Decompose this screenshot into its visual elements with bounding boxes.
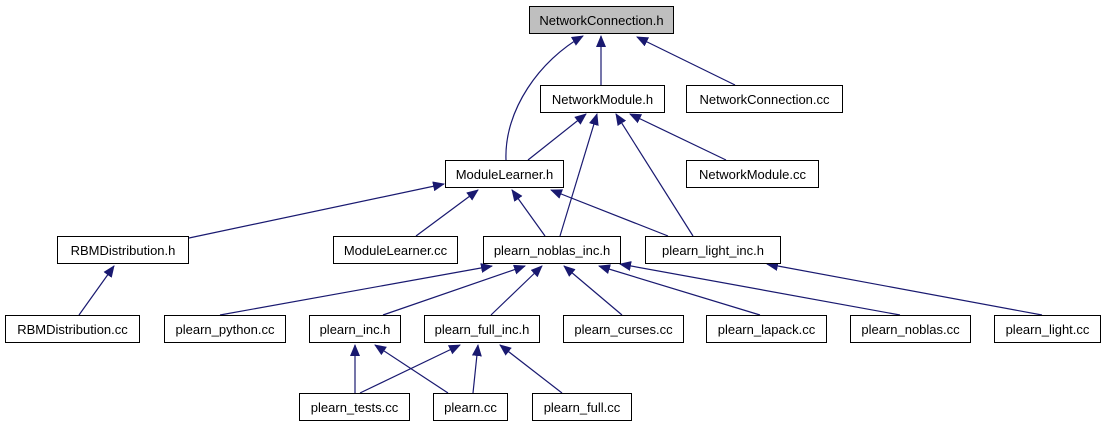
edge-modulelearner-cc-to-modulelearner xyxy=(415,189,479,237)
edge-rbmdistribution-to-modulelearner xyxy=(188,181,445,239)
node-rbm-distribution-cc[interactable]: RBMDistribution.cc xyxy=(5,315,140,343)
edge-plearn-cc-to-plearninc xyxy=(374,344,449,394)
edge-networkmodule-cc-to-networkmodule xyxy=(629,113,727,161)
node-plearn-cc[interactable]: plearn.cc xyxy=(433,393,508,421)
node-module-learner-h[interactable]: ModuleLearner.h xyxy=(445,160,564,188)
edge-plearn-cc-to-fullinc xyxy=(471,344,482,394)
edge-plearninc-to-noblasinc xyxy=(382,264,526,316)
edge-lightinc-to-modulelearner xyxy=(550,189,669,237)
edge-modulelearner-to-networkconnection xyxy=(505,35,584,161)
node-network-connection-cc[interactable]: NetworkConnection.cc xyxy=(686,85,843,113)
edge-light-cc-to-lightinc xyxy=(766,261,1043,316)
edge-rbmdistribution-cc-to-rbmdistribution xyxy=(78,265,115,316)
edge-networkconnection-cc-to-networkconnection xyxy=(636,36,736,86)
node-module-learner-cc[interactable]: ModuleLearner.cc xyxy=(333,236,458,264)
edge-noblasinc-to-networkmodule xyxy=(559,113,599,237)
node-plearn-full-inc-h[interactable]: plearn_full_inc.h xyxy=(424,315,540,343)
edge-curses-to-noblasinc xyxy=(563,265,623,316)
node-network-module-cc[interactable]: NetworkModule.cc xyxy=(686,160,819,188)
node-network-module-h[interactable]: NetworkModule.h xyxy=(540,85,665,113)
node-rbm-distribution-h[interactable]: RBMDistribution.h xyxy=(57,236,189,264)
node-plearn-python-cc[interactable]: plearn_python.cc xyxy=(164,315,286,343)
edge-modulelearner-to-networkmodule xyxy=(527,113,587,161)
node-plearn-curses-cc[interactable]: plearn_curses.cc xyxy=(563,315,684,343)
edge-noblas-cc-to-noblasinc xyxy=(619,261,901,316)
node-plearn-light-inc-h[interactable]: plearn_light_inc.h xyxy=(645,236,781,264)
edge-lightinc-to-networkmodule xyxy=(615,113,694,237)
node-plearn-full-cc[interactable]: plearn_full.cc xyxy=(532,393,632,421)
node-plearn-noblas-inc-h[interactable]: plearn_noblas_inc.h xyxy=(483,236,621,264)
node-plearn-light-cc[interactable]: plearn_light.cc xyxy=(994,315,1101,343)
edge-full-cc-to-fullinc xyxy=(499,344,563,394)
node-plearn-lapack-cc[interactable]: plearn_lapack.cc xyxy=(706,315,827,343)
edge-tests-to-fullinc xyxy=(359,344,461,394)
edge-fullinc-to-noblasinc xyxy=(490,265,543,316)
edge-lapack-to-noblasinc xyxy=(598,264,761,316)
node-plearn-tests-cc[interactable]: plearn_tests.cc xyxy=(299,393,410,421)
edge-noblasinc-to-modulelearner xyxy=(511,189,546,237)
edge-python-to-noblasinc xyxy=(219,263,493,316)
node-plearn-inc-h[interactable]: plearn_inc.h xyxy=(309,315,401,343)
node-plearn-noblas-cc[interactable]: plearn_noblas.cc xyxy=(850,315,971,343)
node-network-connection-h: NetworkConnection.h xyxy=(529,6,674,34)
